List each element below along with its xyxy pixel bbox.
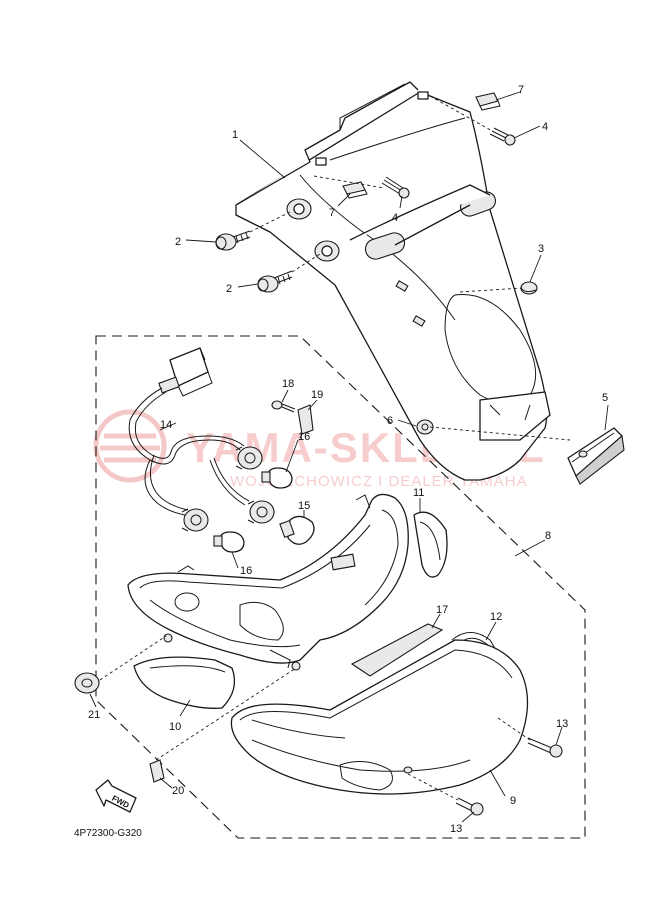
callout-2-upper: 2 (175, 236, 181, 248)
lens-cover-9 (230, 639, 529, 795)
callout-1: 1 (232, 129, 238, 141)
callout-6: 6 (387, 415, 393, 427)
callout-9: 9 (510, 795, 516, 807)
socket-lower (181, 508, 209, 532)
reflector (567, 427, 625, 485)
clip-20 (149, 759, 165, 783)
callout-2-lower: 2 (226, 283, 232, 295)
wire-harness (128, 347, 275, 532)
grommet-21 (74, 672, 100, 694)
socket-upper (235, 446, 263, 470)
callout-3: 3 (538, 243, 544, 255)
screw-13-bottom (455, 797, 484, 816)
callout-14: 14 (160, 419, 172, 431)
leader-lines (89, 91, 609, 823)
cover-10 (133, 656, 236, 709)
callout-10: 10 (169, 721, 181, 733)
callout-11: 11 (413, 487, 424, 499)
cap-3 (520, 281, 538, 295)
callout-12: 12 (490, 611, 502, 623)
screw-13-right (527, 737, 563, 758)
callout-5: 5 (602, 392, 608, 404)
callout-20: 20 (172, 785, 184, 797)
clip-nut-upper (475, 92, 501, 111)
callout-16-lower: 16 (240, 565, 252, 577)
screw-upper (489, 127, 516, 146)
callout-7-upper: 7 (518, 84, 524, 96)
taillight-base (127, 493, 409, 671)
callout-8: 8 (545, 530, 551, 542)
callout-16-upper: 16 (298, 431, 310, 443)
callout-4-lower: 4 (392, 212, 398, 224)
screw-lower (381, 176, 410, 199)
lens-11 (413, 511, 448, 578)
callout-19: 19 (311, 389, 323, 401)
callout-13-right: 13 (556, 718, 568, 730)
bulb-16-lower (213, 531, 245, 553)
callout-numbers: 1 2 2 3 4 4 5 6 7 7 8 9 10 11 12 13 13 1… (88, 84, 608, 835)
callout-17: 17 (436, 604, 448, 616)
callout-7-lower: 7 (329, 207, 335, 219)
fwd-arrow: FWD (95, 779, 137, 813)
rear-fender (235, 81, 551, 481)
diagram-code: 4P72300-G320 (74, 828, 142, 839)
callout-21: 21 (88, 709, 100, 721)
callout-18: 18 (282, 378, 294, 390)
bolt-lower (257, 270, 293, 293)
bulb-15 (279, 515, 315, 545)
watermark-tagline: WOJCIECHOWICZ I DEALER YAMAHA (230, 473, 528, 490)
callout-13-bottom: 13 (450, 823, 462, 835)
screw-18 (271, 400, 296, 413)
socket-middle (247, 500, 275, 524)
bolt-upper (215, 230, 251, 251)
watermark-logo (93, 409, 167, 483)
callout-15: 15 (298, 500, 310, 512)
clamp-19 (297, 404, 314, 439)
callout-4-upper: 4 (542, 121, 548, 133)
pad-17 (350, 623, 444, 677)
bulb-16-upper (261, 467, 293, 489)
